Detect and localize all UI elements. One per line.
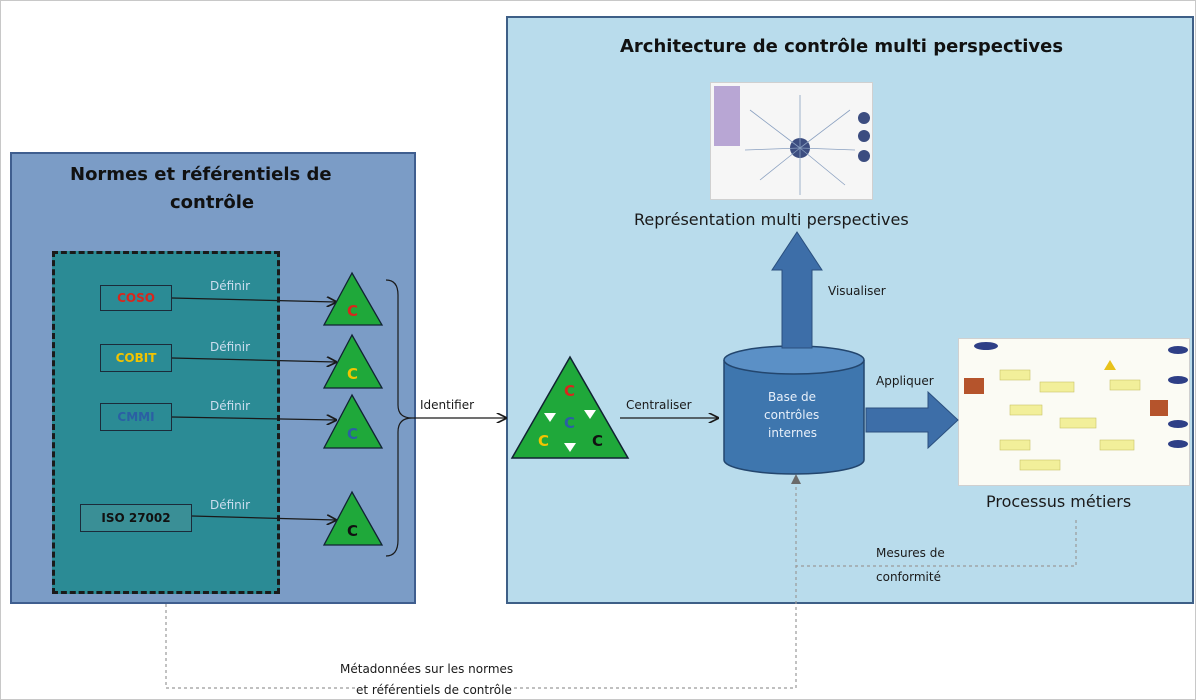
control-letter-iso: C [347,522,359,540]
architecture-panel-title: Architecture de contrôle multi perspecti… [620,36,1064,57]
define-label-iso: Définir [210,498,251,512]
define-arrow-cmmi [171,417,336,420]
control-triangle-iso [322,490,384,546]
standard-cobit: COBIT [100,344,172,372]
standard-iso-27002-label: ISO 27002 [101,511,171,525]
radial-graph-sketch [714,86,870,195]
compliance-label-line2: conformité [876,570,941,584]
business-processes-label: Processus métiers [986,492,1132,511]
standard-cmmi-label: CMMI [117,410,155,424]
define-label-cobit: Définir [210,340,251,354]
control-triangle-cmmi [322,393,384,449]
central-letter-top: C [564,382,576,400]
define-arrow-iso [191,516,336,520]
define-arrow-coso [171,298,336,302]
controls-database-cylinder [723,360,865,475]
inner-triangle-1 [584,410,596,419]
compliance-feedback-line [795,480,1077,567]
standard-cmmi: CMMI [100,403,172,431]
visualize-label: Visualiser [828,284,886,298]
metadata-label-line1: Métadonnées sur les normes [340,662,514,676]
identify-label: Identifier [420,398,475,412]
central-control-triangle [510,355,630,459]
compliance-label-line1: Mesures de [876,546,945,560]
representation-label: Représentation multi perspectives [634,210,909,229]
inner-triangle-2 [544,413,556,422]
centralize-label: Centraliser [626,398,692,412]
database-label-line2: contrôles [764,408,820,422]
controls-database-top [723,345,865,375]
standards-panel-title-line1: Normes et référentiels de [70,164,332,185]
triangles-bracket [385,279,413,557]
control-letter-cobit: C [347,365,359,383]
database-label-line1: Base de [768,390,817,404]
define-arrow-cobit [171,358,336,362]
define-label-cmmi: Définir [210,399,251,413]
inner-triangle-3 [564,443,576,452]
visualize-arrow [771,231,823,349]
standard-cobit-label: COBIT [115,351,157,365]
control-triangle-cobit [322,333,384,389]
central-letter-left: C [538,432,550,450]
define-label-coso: Définir [210,279,251,293]
standards-panel-title-line2: contrôle [170,192,255,213]
apply-arrow [865,390,959,450]
metadata-label-line2: et référentiels de contrôle [356,683,512,697]
central-letter-right: C [592,432,604,450]
control-letter-cmmi: C [347,425,359,443]
control-triangle-coso [322,271,384,326]
process-map-sketch [964,342,1188,471]
standard-coso-label: COSO [117,291,155,305]
compliance-feedback-arrowhead [791,474,801,484]
standard-iso-27002: ISO 27002 [80,504,192,532]
control-letter-coso: C [347,302,359,320]
standard-coso: COSO [100,285,172,311]
apply-label: Appliquer [876,374,934,388]
central-letter-middle: C [564,414,576,432]
database-label-line3: internes [768,426,817,440]
